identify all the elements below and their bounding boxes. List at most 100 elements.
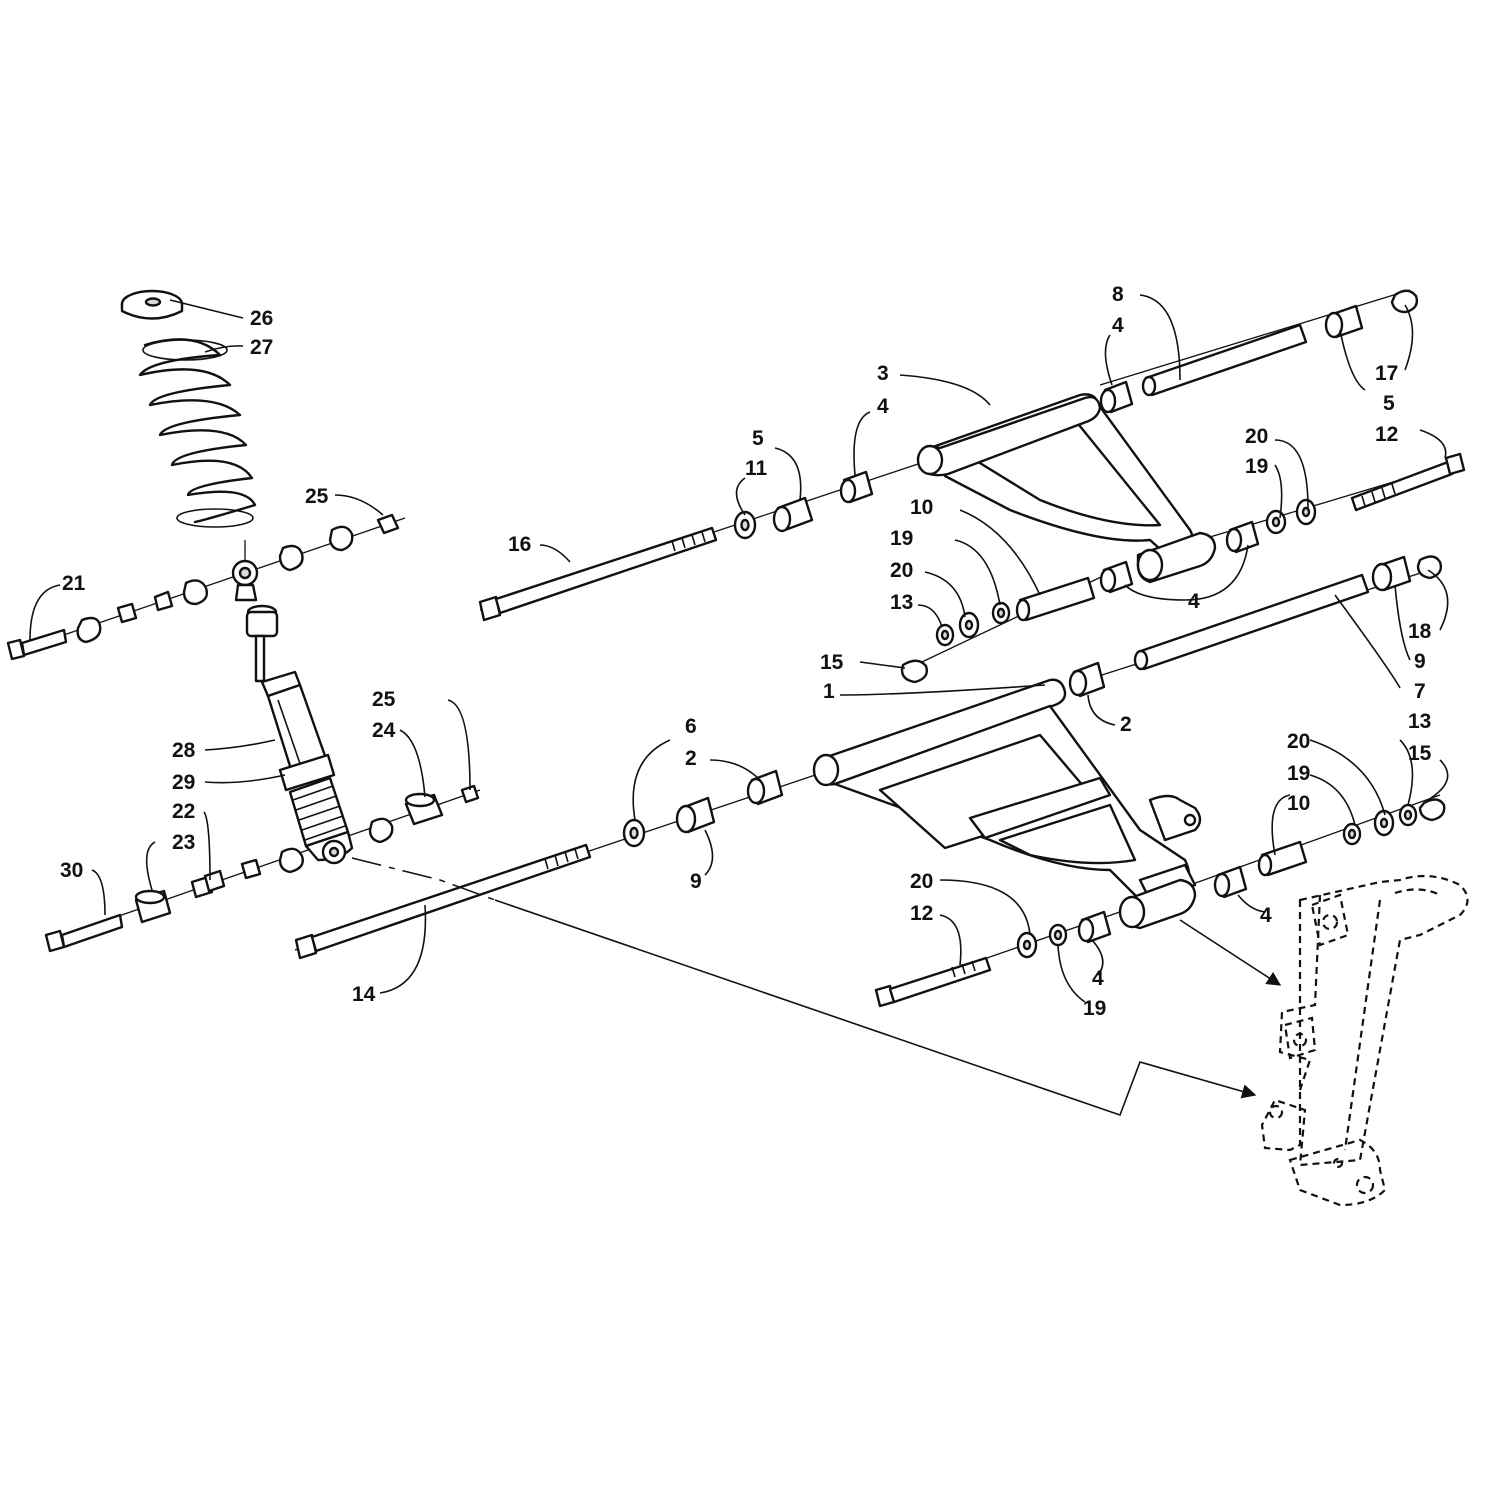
callout-12a: 12 <box>1375 423 1398 446</box>
washer-19a <box>1265 509 1287 535</box>
bushing-4a <box>839 470 874 504</box>
washer-11 <box>733 510 757 540</box>
callout-19c: 19 <box>1287 762 1310 785</box>
callout-13a: 13 <box>890 591 913 614</box>
bushing-4e <box>1213 865 1248 899</box>
callout-labels: 26 27 25 21 28 29 25 24 22 23 30 14 16 5… <box>60 283 1432 1020</box>
callout-7: 7 <box>1414 680 1426 703</box>
bolt-30 <box>44 913 124 953</box>
callout-25a: 25 <box>305 485 329 508</box>
washer-20c <box>1373 809 1395 837</box>
bushing-2a <box>746 769 784 806</box>
washer-19b <box>991 601 1011 625</box>
bolt-12a <box>1350 452 1466 512</box>
callout-14: 14 <box>352 983 376 1006</box>
washer-6 <box>622 818 646 848</box>
lower-shock-hardware <box>44 784 480 953</box>
callout-10b: 10 <box>1287 792 1310 815</box>
nut-17 <box>1390 289 1419 314</box>
callout-2b: 2 <box>685 747 697 770</box>
callout-16: 16 <box>508 533 531 556</box>
front-lower-hardware <box>874 910 1112 1008</box>
callout-17: 17 <box>1375 362 1398 385</box>
bushing-4b <box>1099 380 1134 414</box>
lower-a-arm-1 <box>812 678 1202 930</box>
tube-8 <box>1141 323 1308 397</box>
lower-pivot-hardware <box>622 555 1446 899</box>
callout-19d: 19 <box>1083 997 1106 1020</box>
callout-19a: 19 <box>1245 455 1268 478</box>
callout-22: 22 <box>172 800 195 823</box>
mid-hardware <box>900 560 1134 684</box>
callout-20b: 20 <box>890 559 913 582</box>
bushing-4d <box>1099 560 1134 594</box>
upper-shock-hardware <box>6 513 400 661</box>
callout-15a: 15 <box>820 651 844 674</box>
nut-18 <box>1416 555 1443 580</box>
callout-2a: 2 <box>1120 713 1132 736</box>
callout-1: 1 <box>823 680 835 703</box>
callout-8: 8 <box>1112 283 1124 306</box>
callout-5b: 5 <box>1383 392 1395 415</box>
washer-19d <box>1048 923 1068 947</box>
callout-4c: 4 <box>1188 590 1200 613</box>
callout-28: 28 <box>172 739 196 762</box>
callout-23: 23 <box>172 831 195 854</box>
tube-10a <box>1015 576 1096 622</box>
callout-3: 3 <box>877 362 889 385</box>
callout-27: 27 <box>250 336 273 359</box>
callout-6: 6 <box>685 715 697 738</box>
shock-absorber-28 <box>231 559 332 784</box>
washer-19c <box>1342 822 1362 846</box>
callout-12b: 12 <box>910 902 933 925</box>
spindle-icon <box>1260 874 1469 1207</box>
bushing-5b <box>1324 304 1364 339</box>
callout-leaders <box>29 294 1449 1003</box>
callout-13b: 13 <box>1408 710 1431 733</box>
bushing-4f <box>1077 910 1112 944</box>
spring-cap-26 <box>120 289 184 320</box>
callout-21: 21 <box>62 572 86 595</box>
bushing-9a <box>675 796 716 834</box>
washer-20b <box>958 611 980 639</box>
upper-a-arm-3 <box>916 393 1217 584</box>
bushing-5a <box>772 496 814 533</box>
bolt-12b <box>874 956 992 1008</box>
bolt-16 <box>478 526 718 622</box>
washer-20a <box>1295 498 1317 526</box>
callout-4a: 4 <box>877 395 889 418</box>
callout-26: 26 <box>250 307 273 330</box>
callout-20c: 20 <box>1287 730 1310 753</box>
callout-24: 24 <box>372 719 396 742</box>
coil-spring-27 <box>138 338 257 528</box>
bushing-9b <box>1371 555 1412 592</box>
bushing-4c <box>1225 520 1260 554</box>
callout-18: 18 <box>1408 620 1432 643</box>
assembly-arrows <box>351 857 1282 1117</box>
callout-9a: 9 <box>1414 650 1426 673</box>
callout-9b: 9 <box>690 870 702 893</box>
washer-13a <box>935 623 955 647</box>
bushing-2b <box>1068 661 1106 698</box>
callout-4b: 4 <box>1112 314 1124 337</box>
upper-pivot-hardware <box>733 289 1466 554</box>
bolt-14 <box>294 843 592 960</box>
callout-19b: 19 <box>890 527 913 550</box>
callout-4d: 4 <box>1260 904 1272 927</box>
callout-20d: 20 <box>910 870 933 893</box>
callout-11: 11 <box>745 457 768 480</box>
bolt-21 <box>6 628 68 661</box>
callout-20a: 20 <box>1245 425 1268 448</box>
callout-4e: 4 <box>1092 967 1104 990</box>
callout-30: 30 <box>60 859 83 882</box>
nut-15a <box>900 659 929 684</box>
washer-20d <box>1016 931 1038 959</box>
callout-10a: 10 <box>910 496 933 519</box>
spring-seat-29 <box>278 753 354 865</box>
tube-10b <box>1257 840 1308 877</box>
tube-7 <box>1133 573 1370 671</box>
nut-15b <box>1418 798 1446 822</box>
callout-29: 29 <box>172 771 195 794</box>
washer-13b <box>1398 803 1418 827</box>
